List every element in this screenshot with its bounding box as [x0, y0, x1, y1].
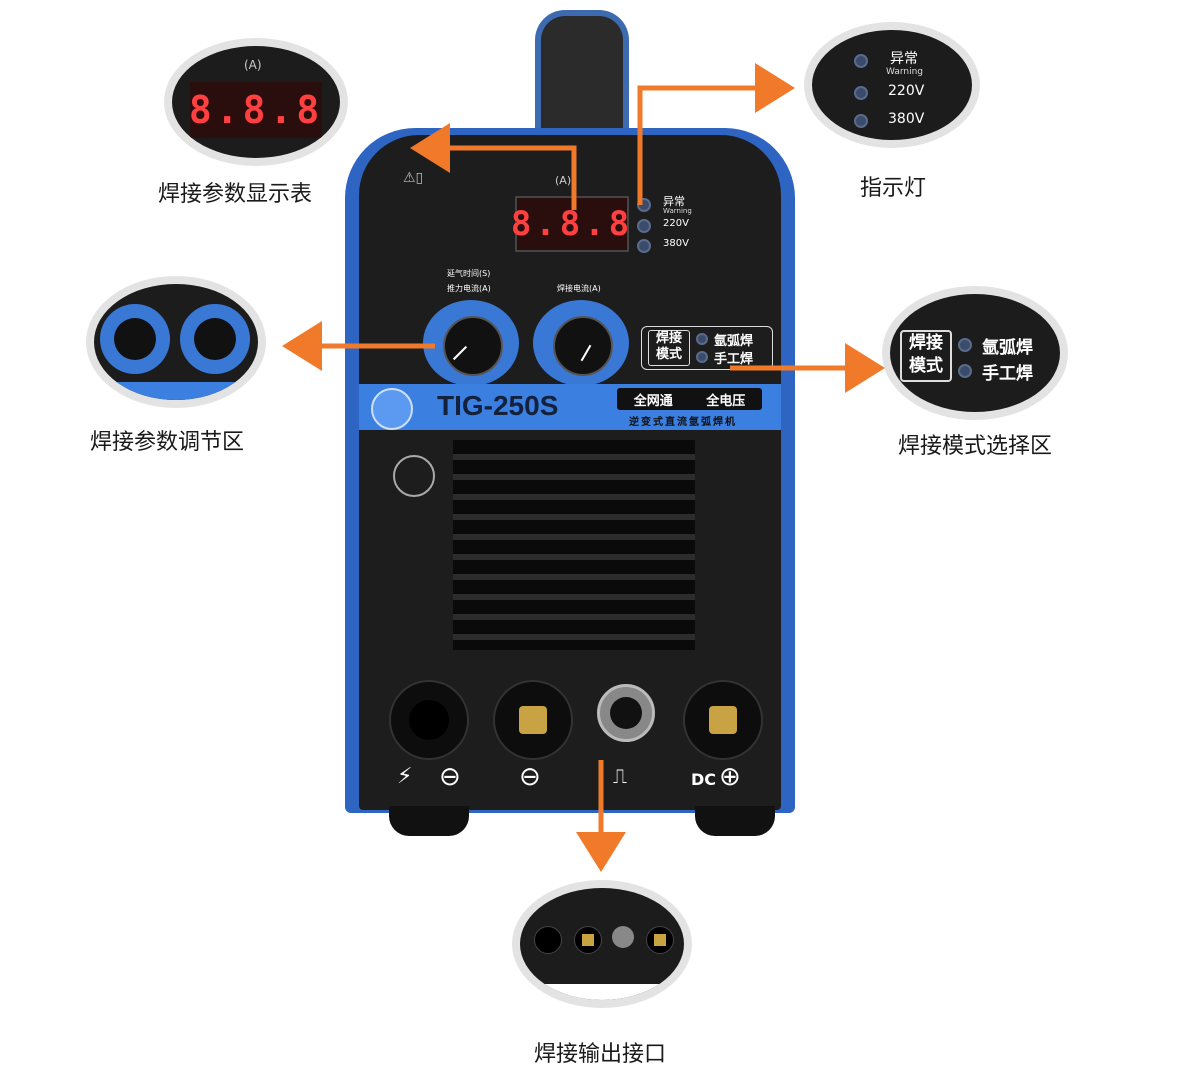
warning-icon: ⚠▯	[403, 170, 424, 186]
torch-icon: ⚡	[397, 764, 413, 789]
mode-label-2: 模式	[655, 347, 682, 362]
minus-icon-2: ⊖	[519, 762, 541, 792]
mode-mma-label: 手工焊	[714, 352, 754, 367]
led-mode-tig[interactable]	[696, 333, 708, 345]
badge-box: 全网通 全电压	[617, 388, 762, 410]
zoom-indicator: 异常 Warning 220V 380V	[804, 22, 980, 148]
model-name: TIG-250S	[437, 390, 559, 421]
zoom-mode-mma: 手工焊	[982, 364, 1033, 384]
ccc-mark-icon	[393, 455, 435, 497]
led-220v	[637, 219, 651, 233]
zoom-display: (A) 8.8.8	[164, 38, 348, 166]
led-mode-mma[interactable]	[696, 351, 708, 363]
gas-port[interactable]	[389, 680, 469, 760]
zoom-led-warning-en: Warning	[886, 67, 924, 77]
zoom-display-unit: (A)	[244, 58, 262, 72]
zoom-led-warning: 异常	[890, 51, 918, 67]
display-digits: 8.8.8	[510, 204, 634, 244]
caption-indicator: 指示灯	[860, 176, 927, 201]
zoom-mode-label-1: 焊接	[909, 333, 943, 353]
led-380v-label: 380V	[663, 238, 689, 249]
badge-2: 全电压	[706, 393, 746, 409]
control-socket[interactable]	[597, 684, 655, 742]
foot-right	[695, 806, 775, 836]
zoom-led-220: 220V	[888, 83, 925, 99]
model-subtitle: 逆变式直流氩弧焊机	[629, 417, 737, 428]
minus-icon-1: ⊖	[439, 762, 461, 792]
amp-unit-label: (A)	[555, 174, 572, 187]
positive-port[interactable]	[683, 680, 763, 760]
model-banner: TIG-250S 全网通 全电压 逆变式直流氩弧焊机	[359, 384, 781, 430]
zoom-output	[512, 880, 692, 1008]
badge-1: 全网通	[633, 393, 673, 409]
amp-display: 8.8.8	[511, 196, 629, 252]
zoom-mode-label-2: 模式	[909, 356, 943, 376]
foot-left	[389, 806, 469, 836]
led-warning-label-en: Warning	[663, 207, 692, 215]
led-220v-label: 220V	[663, 218, 689, 229]
vent-grille	[453, 440, 695, 650]
zoom-led-380: 380V	[888, 111, 925, 127]
caption-output: 焊接输出接口	[534, 1042, 667, 1067]
handle	[535, 10, 629, 146]
pedal-icon: ⎍	[613, 764, 627, 788]
caption-display: 焊接参数显示表	[158, 182, 313, 207]
mode-label-1: 焊接	[655, 331, 682, 346]
zoom-mode-tig: 氩弧焊	[982, 338, 1033, 358]
caption-mode: 焊接模式选择区	[898, 434, 1053, 459]
caption-adjust: 焊接参数调节区	[90, 430, 245, 455]
zoom-adjust	[86, 276, 266, 408]
knob-left-label-2: 推力电流(A)	[447, 284, 491, 293]
mode-label-box: 焊接 模式	[648, 330, 690, 366]
zoom-display-digits: 8.8.8	[188, 88, 324, 132]
zoom-mode: 焊接 模式 氩弧焊 手工焊	[882, 286, 1068, 420]
mode-selector: 焊接 模式 氩弧焊 手工焊	[641, 326, 773, 370]
mode-tig-label: 氩弧焊	[714, 334, 754, 349]
knob-right-label: 焊接电流(A)	[557, 284, 601, 293]
port-dc-label: DC	[691, 770, 717, 789]
led-warning	[637, 198, 651, 212]
knob-right-dial[interactable]	[533, 300, 629, 386]
led-380v	[637, 239, 651, 253]
knob-left-dial[interactable]	[423, 300, 519, 386]
negative-port-1[interactable]	[493, 680, 573, 760]
brand-logo-icon	[371, 388, 413, 430]
knob-left-label-1: 延气时间(S)	[447, 269, 491, 278]
plus-icon: ⊕	[719, 762, 741, 792]
welder-machine: ⚠▯ (A) 8.8.8 异常 Warning 220V 380V 延气时间(S…	[345, 0, 795, 840]
